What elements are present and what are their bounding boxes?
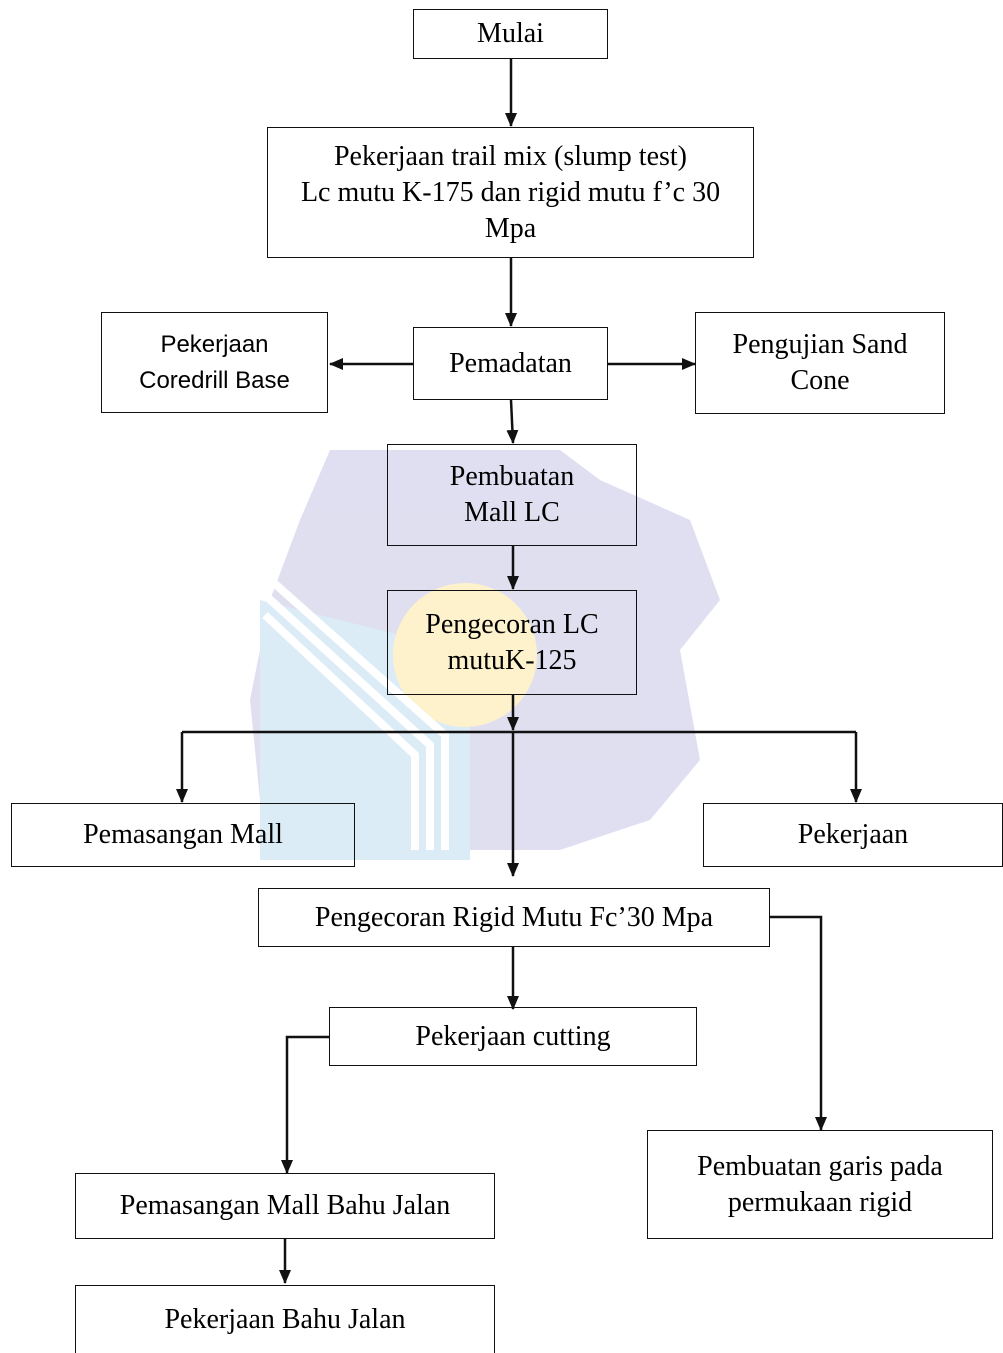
node-garis-line-1: Pembuatan garis pada (697, 1150, 943, 1182)
node-bahu-jalan-label: Pekerjaan Bahu Jalan (164, 1303, 406, 1335)
arrow-pemadatan-to-mall-lc (506, 399, 519, 444)
node-cutting: Pekerjaan cutting (329, 1007, 697, 1066)
node-pemadatan-label: Pemadatan (449, 347, 572, 379)
node-bahu-jalan: Pekerjaan Bahu Jalan (75, 1285, 495, 1353)
node-cutting-label: Pekerjaan cutting (415, 1020, 611, 1052)
node-sand-cone-line-1: Pengujian Sand (732, 329, 908, 360)
watermark-sun (393, 583, 537, 727)
node-coredrill: Pekerjaan Coredrill Base (101, 312, 328, 413)
node-mall-lc-line-1: Pembuatan (449, 461, 575, 492)
arrow-rigid-to-garis (770, 915, 827, 1131)
node-pengecoran-rigid: Pengecoran Rigid Mutu Fc’30 Mpa (258, 888, 770, 947)
node-pemadatan: Pemadatan (413, 327, 608, 400)
node-mall-lc-line-2: Mall LC (464, 497, 560, 528)
node-trail-mix-line-1: Pekerjaan trail mix (slump test) (333, 140, 688, 172)
node-pengecoran-lc: Pengecoran LC mutuK-125 (387, 590, 637, 695)
node-garis-line-2: permukaan rigid (727, 1186, 913, 1218)
node-mulai-label: Mulai (477, 18, 544, 49)
node-pengecoran-lc-line-1: Pengecoran LC (425, 608, 599, 640)
node-mulai: Mulai (413, 9, 608, 59)
node-sand-cone-line-2: Cone (790, 365, 850, 396)
node-mall-bahu: Pemasangan Mall Bahu Jalan (75, 1173, 495, 1239)
node-mall-bahu-label: Pemasangan Mall Bahu Jalan (119, 1190, 451, 1221)
node-pengecoran-rigid-label: Pengecoran Rigid Mutu Fc’30 Mpa (314, 901, 714, 933)
arrow-cutting-to-mall-bahu (281, 1035, 329, 1174)
node-pemasangan-mall-label: Pemasangan Mall (83, 819, 283, 850)
node-pekerjaan: Pekerjaan (703, 803, 1003, 867)
node-trail-mix-line-2: Lc mutu K-175 dan rigid mutu f’c 30 (300, 176, 721, 208)
node-coredrill-line-1: Pekerjaan (160, 330, 269, 358)
node-pemasangan-mall: Pemasangan Mall (11, 803, 355, 867)
node-mall-lc: Pembuatan Mall LC (387, 444, 637, 546)
node-garis: Pembuatan garis pada permukaan rigid (647, 1130, 993, 1239)
node-coredrill-line-2: Coredrill Base (139, 366, 290, 394)
watermark-stripes (262, 572, 449, 850)
node-pekerjaan-label: Pekerjaan (797, 819, 909, 850)
node-sand-cone: Pengujian Sand Cone (695, 312, 945, 414)
node-pengecoran-lc-line-2: mutuK-125 (447, 644, 577, 676)
node-trail-mix: Pekerjaan trail mix (slump test) Lc mutu… (267, 127, 754, 258)
node-trail-mix-line-3: Mpa (484, 212, 537, 244)
